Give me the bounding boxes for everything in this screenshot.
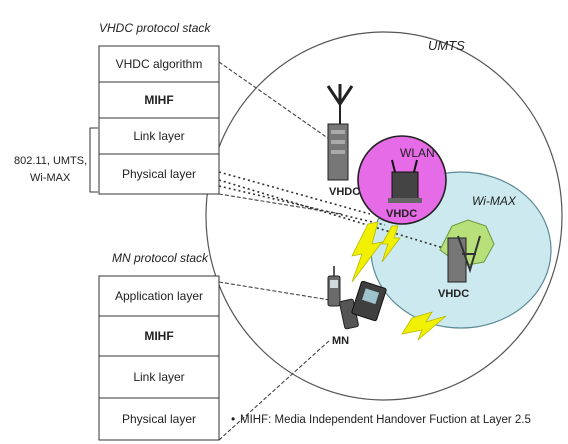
vhdc-layer-algorithm: VHDC algorithm bbox=[116, 57, 203, 71]
vhdc-wlan-label: VHDC bbox=[386, 208, 417, 220]
mn-label: MN bbox=[332, 335, 349, 347]
mn-layer-mihf: MIHF bbox=[144, 329, 173, 343]
mn-layer-physical: Physical layer bbox=[122, 412, 196, 426]
brace-label-line1: 802.11, UMTS, bbox=[14, 155, 87, 167]
brace-label-line2: Wi-MAX bbox=[30, 172, 71, 184]
footnote-text: MIHF: Media Independent Handover Fuction… bbox=[240, 414, 531, 426]
vhdc-wimax-label: VHDC bbox=[438, 288, 469, 300]
umts-label: UMTS bbox=[428, 38, 465, 53]
wimax-label: Wi-MAX bbox=[472, 194, 517, 208]
vhdc-stack-title: VHDC protocol stack bbox=[99, 21, 211, 35]
footnote-bullet: • bbox=[231, 412, 235, 426]
vhdc-umts-label: VHDC bbox=[329, 186, 360, 198]
vhdc-layer-mihf: MIHF bbox=[144, 93, 173, 107]
mn-layer-application: Application layer bbox=[115, 289, 203, 303]
mn-stack: Application layer MIHF Link layer Physic… bbox=[99, 276, 219, 440]
vhdc-layer-physical: Physical layer bbox=[122, 167, 196, 181]
vhdc-layer-link: Link layer bbox=[133, 129, 184, 143]
layer-bracket bbox=[90, 128, 98, 192]
mn-stack-title: MN protocol stack bbox=[112, 251, 209, 265]
vhdc-stack: VHDC algorithm MIHF Link layer Physical … bbox=[99, 46, 219, 194]
wlan-label: WLAN bbox=[400, 146, 435, 160]
mn-layer-link: Link layer bbox=[133, 370, 184, 384]
